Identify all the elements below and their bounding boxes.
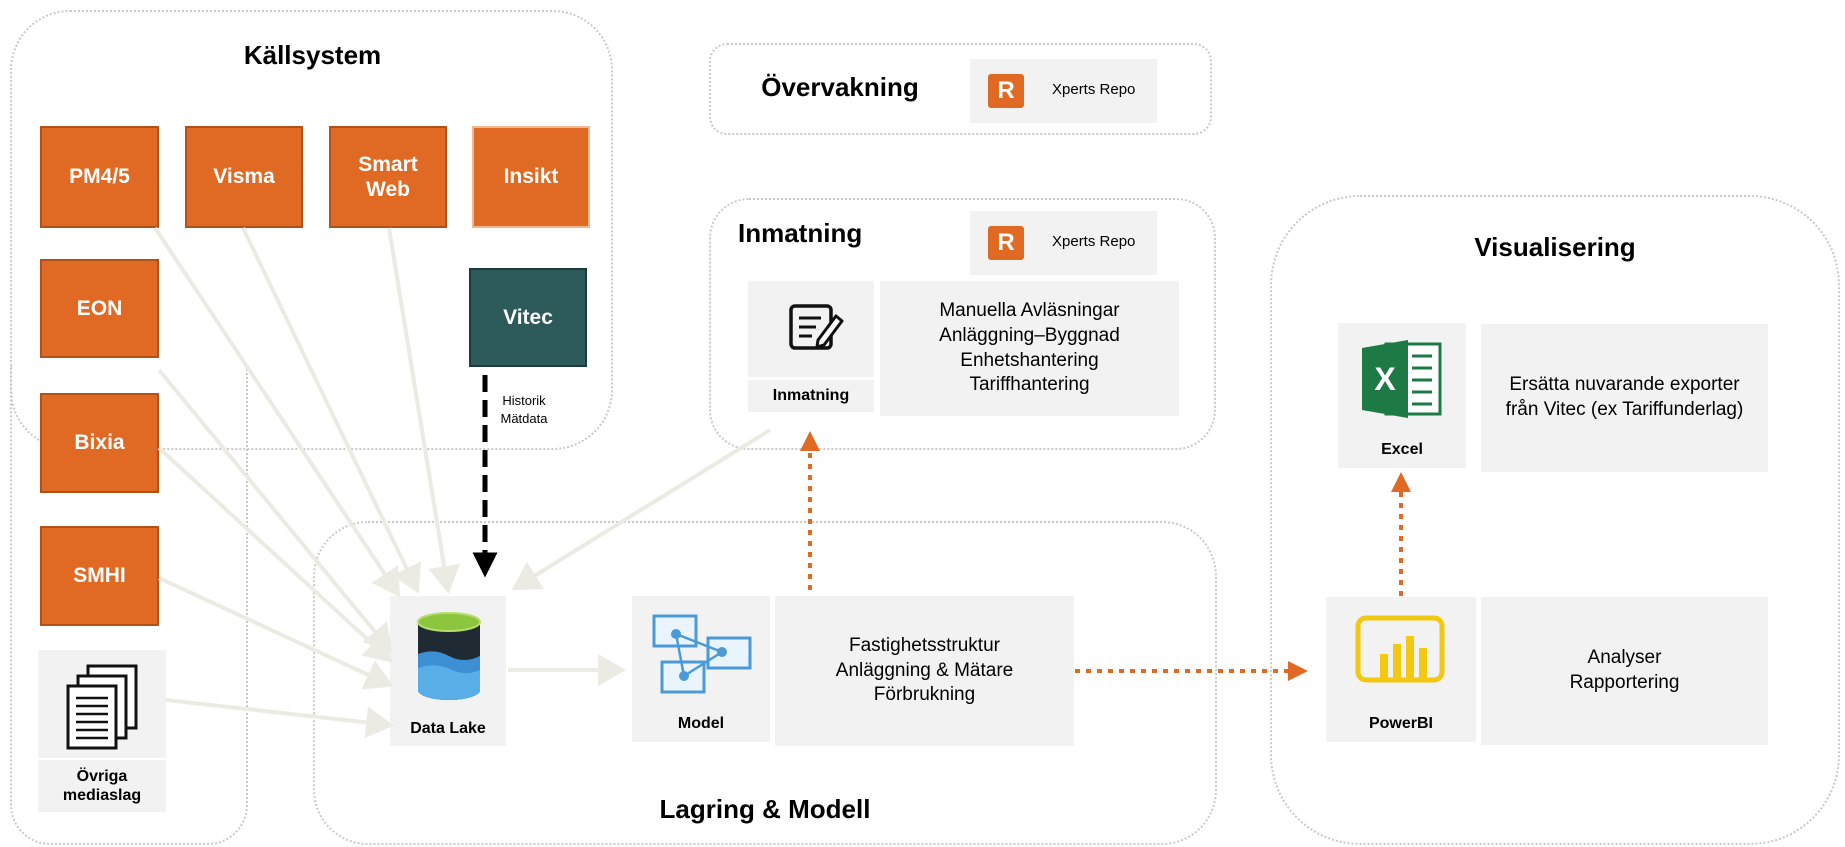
excel-icon: X: [1362, 340, 1442, 418]
data-lake-icon: [417, 612, 481, 700]
flow-bixia-to-datalake: [157, 446, 393, 663]
source-eon: EON: [40, 259, 159, 358]
inmatning-description: Manuella Avläsningar Anläggning–Byggnad …: [880, 281, 1179, 416]
inmatning-caption: Inmatning: [748, 380, 874, 412]
flow-ovriga-to-datalake: [165, 698, 394, 739]
group-title-inmatning: Inmatning: [738, 218, 863, 248]
model-description: Fastighetsstruktur Anläggning & Mätare F…: [775, 596, 1074, 746]
excel-caption: Excel: [1338, 432, 1466, 468]
xperts-repo-label: Xperts Repo: [1052, 81, 1136, 98]
flow-smhi-to-datalake: [158, 576, 394, 690]
model-caption: Model: [632, 706, 770, 742]
group-inmatning: [709, 198, 1216, 450]
inmatning-icon-tile: [748, 281, 874, 377]
source-visma: Visma: [185, 126, 303, 228]
flow-inmatning-to-datalake: [511, 428, 772, 591]
xperts-repo-icon: R: [988, 226, 1024, 260]
group-kallsystem: [10, 10, 613, 450]
powerbi-description: Analyser Rapportering: [1481, 597, 1768, 745]
group-title-lagring: Lagring & Modell: [659, 794, 871, 824]
group-title-visualisering: Visualisering: [1474, 232, 1636, 262]
source-insikt: Insikt: [472, 126, 590, 228]
source-pm45: PM4/5: [40, 126, 159, 228]
document-stack-icon: [66, 664, 138, 750]
group-title-overvakning: Övervakning: [761, 72, 919, 102]
flow-visma-to-datalake: [241, 227, 422, 594]
flow-pm45-to-datalake: [153, 226, 401, 598]
xperts-repo-label: Xperts Repo: [1052, 233, 1136, 250]
ovriga-caption: Övriga mediaslag: [38, 760, 166, 812]
source-smartweb: Smart Web: [329, 126, 447, 228]
excel-description: Ersätta nuvarande exporter från Vitec (e…: [1481, 324, 1768, 472]
group-lagring: [313, 521, 1217, 845]
group-title-kallsystem: Källsystem: [243, 40, 382, 70]
source-vitec: Vitec: [469, 268, 587, 367]
model-graph-icon: [652, 614, 752, 694]
source-smhi: SMHI: [40, 526, 159, 626]
flow-smartweb-to-datalake: [387, 227, 460, 594]
edit-form-icon: [789, 304, 844, 350]
powerbi-icon: [1355, 615, 1445, 683]
source-bixia: Bixia: [40, 393, 159, 493]
svg-text:X: X: [1374, 361, 1396, 397]
flow-eon-to-datalake: [157, 368, 393, 654]
group-visualisering: [1270, 195, 1840, 845]
vitec-note: Historik Mätdata: [500, 393, 548, 426]
datalake-caption: Data Lake: [390, 712, 506, 746]
xperts-repo-icon: R: [988, 74, 1024, 108]
group-kallsystem-lower: [10, 365, 248, 845]
powerbi-caption: PowerBI: [1326, 706, 1476, 742]
group-overvakning: [709, 43, 1212, 135]
